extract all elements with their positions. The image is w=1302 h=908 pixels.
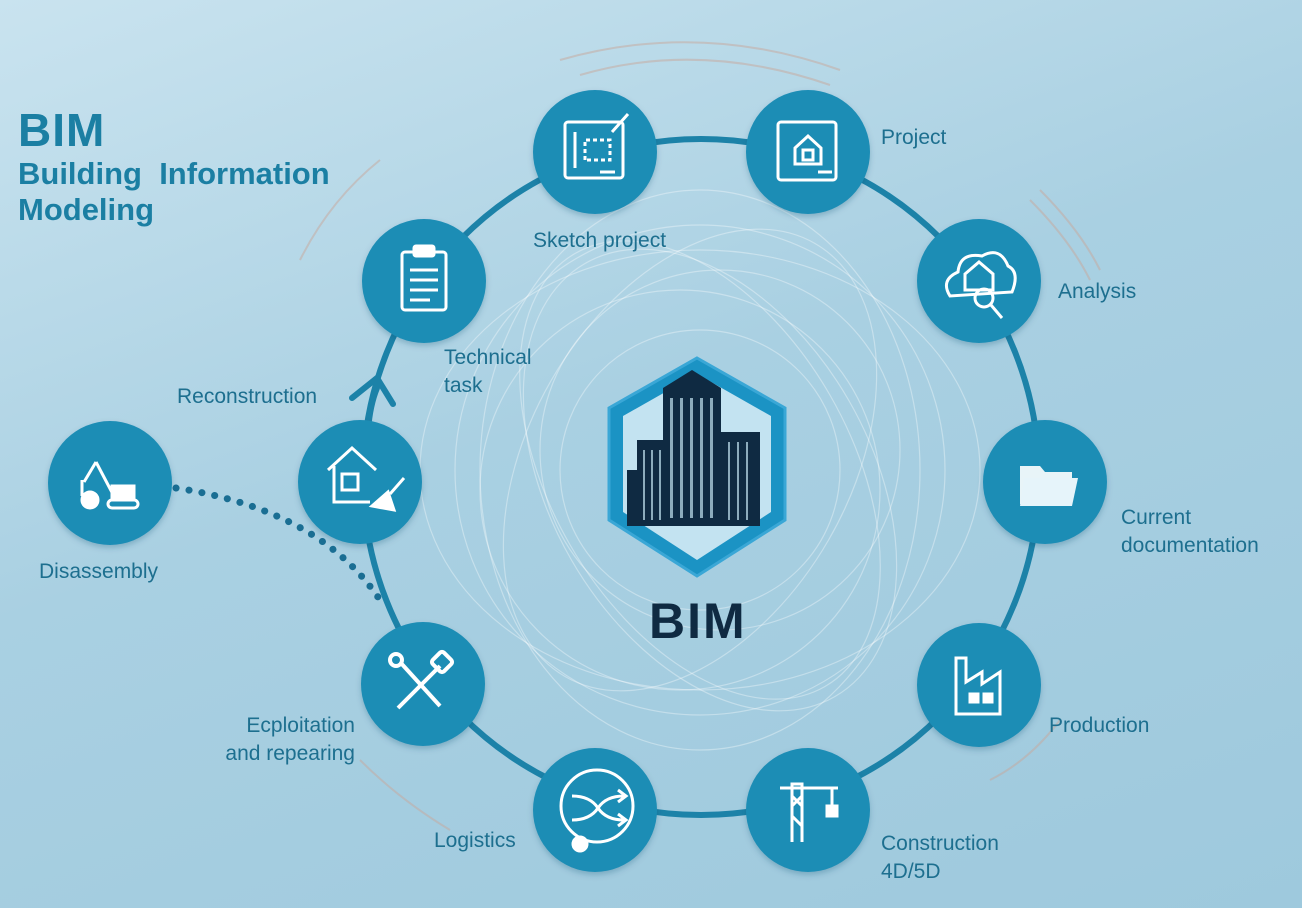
label-technical-task: Technical task [444, 346, 532, 397]
center-label: BIM [649, 593, 747, 649]
house-trowel-icon [326, 445, 406, 512]
wrecking-crane-icon [80, 461, 140, 510]
label-sketch-project: Sketch project [533, 229, 667, 252]
node-current-documentation[interactable] [983, 420, 1107, 544]
node-reconstruction[interactable] [298, 420, 422, 544]
title-line1: Building Information [18, 156, 330, 191]
label-analysis: Analysis [1058, 280, 1137, 303]
label-current-documentation: Current documentation [1121, 506, 1259, 557]
blueprint-pencil-icon [563, 113, 630, 180]
shuffle-gear-icon [559, 768, 635, 853]
factory-icon [954, 656, 1002, 716]
node-analysis[interactable] [917, 219, 1041, 343]
label-construction: Construction 4D/5D [881, 832, 999, 883]
wrench-icon [388, 649, 455, 710]
title-line2: Modeling [18, 192, 155, 227]
node-construction[interactable] [746, 748, 870, 872]
folder-icon [1020, 466, 1078, 506]
label-logistics: Logistics [434, 829, 516, 852]
node-technical-task[interactable] [362, 219, 486, 343]
center-building-hexagon [607, 356, 787, 578]
disassembly-dotted-connector [172, 484, 384, 604]
decor-arcs [299, 41, 1101, 831]
label-project: Project [881, 126, 947, 149]
node-sketch-project[interactable] [533, 90, 657, 214]
label-reconstruction: Reconstruction [177, 385, 318, 408]
crane-icon [780, 782, 839, 842]
diagram-title: BIM Building Information Modeling [18, 104, 330, 228]
label-disassembly: Disassembly [39, 560, 159, 583]
title-main: BIM [18, 104, 106, 156]
node-project[interactable] [746, 90, 870, 214]
node-logistics[interactable] [533, 748, 657, 872]
label-production: Production [1049, 714, 1150, 737]
label-exploitation: Ecploitation and repearing [225, 714, 355, 765]
clipboard-icon [400, 244, 448, 312]
node-production[interactable] [917, 623, 1041, 747]
node-exploitation[interactable] [361, 622, 485, 746]
node-disassembly[interactable] [48, 421, 172, 545]
house-blueprint-icon [776, 120, 838, 182]
cloud-house-magnifier-icon [944, 251, 1017, 319]
